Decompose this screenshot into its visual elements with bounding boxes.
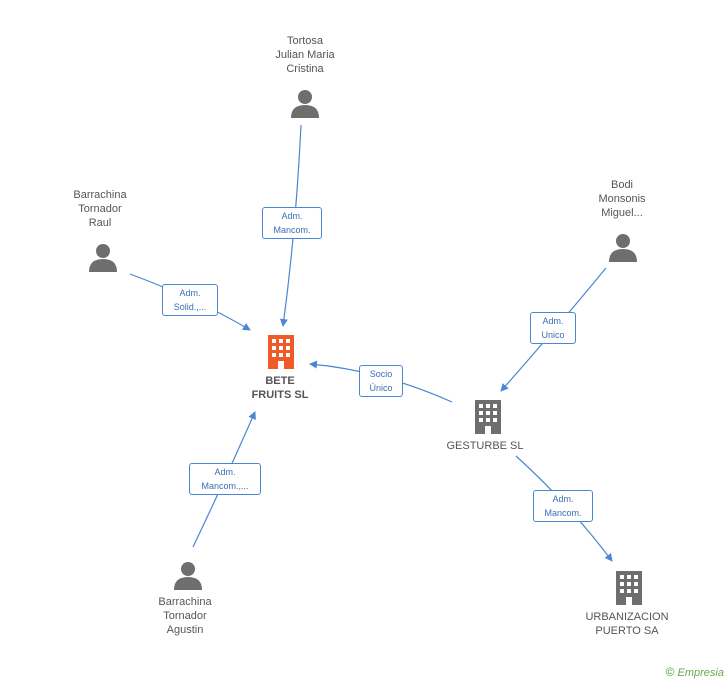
edge-label-line: Mancom. xyxy=(273,225,311,235)
node-label-line: Tornador xyxy=(78,203,122,215)
person-icon-tortosa xyxy=(291,90,319,118)
edge-label-tortosa-bete[interactable]: Adm. Mancom. xyxy=(262,207,322,239)
node-label-line: Bodi xyxy=(610,179,634,191)
edge-label-line: Único xyxy=(369,383,393,393)
node-label-line: Raul xyxy=(88,217,112,229)
edge-label-agustin-bete[interactable]: Adm. Mancom.,... xyxy=(189,463,261,495)
node-label-line: Barrachina xyxy=(158,596,212,608)
node-tortosa[interactable]: Tortosa Julian Maria Cristina xyxy=(245,34,365,76)
node-label-line: GESTURBE SL xyxy=(446,440,524,452)
node-label-line: URBANIZACION xyxy=(585,611,669,623)
node-label-line: Agustin xyxy=(166,624,204,636)
node-label-line: Barrachina xyxy=(73,189,127,201)
building-icon-gesturbe xyxy=(475,400,501,434)
person-icon-raul xyxy=(89,244,117,272)
edge-label-bodi-gesturbe[interactable]: Adm. Unico xyxy=(530,312,576,344)
building-icon-urbanizacion xyxy=(616,571,642,605)
node-bete-fruits[interactable]: BETE FRUITS SL xyxy=(230,374,330,402)
edge-label-line: Unico xyxy=(541,330,565,340)
edge-label-line: Solid.,... xyxy=(173,302,207,312)
person-icon-agustin xyxy=(174,562,202,590)
edge-label-line: Socio xyxy=(369,369,393,379)
edge-label-line: Adm. xyxy=(542,316,564,326)
edge-label-raul-bete[interactable]: Adm. Solid.,... xyxy=(162,284,218,316)
node-urbanizacion[interactable]: URBANIZACION PUERTO SA xyxy=(567,610,687,638)
node-label-line: Tortosa xyxy=(286,35,324,47)
node-label-line: Cristina xyxy=(286,63,324,75)
node-label-line: Tornador xyxy=(163,610,207,622)
brand-logo: Empresia xyxy=(677,667,724,679)
node-label-line: Julian Maria xyxy=(275,49,335,61)
person-icon-bodi xyxy=(609,234,637,262)
edge-label-line: Adm. xyxy=(552,494,574,504)
copyright-icon: © xyxy=(665,665,675,679)
edge-label-line: Adm. xyxy=(179,288,201,298)
node-label-line: Monsonis xyxy=(598,193,646,205)
edge-label-gesturbe-urbanizacion[interactable]: Adm. Mancom. xyxy=(533,490,593,522)
edge-label-line: Mancom.,... xyxy=(201,481,249,491)
node-barrachina-agustin[interactable]: Barrachina Tornador Agustin xyxy=(125,595,245,637)
edge-label-line: Mancom. xyxy=(544,508,582,518)
building-icon-main xyxy=(268,335,294,369)
edge-label-line: Adm. xyxy=(281,211,303,221)
edge-label-line: Adm. xyxy=(214,467,236,477)
node-label-line: BETE xyxy=(265,375,295,387)
node-bodi[interactable]: Bodi Monsonis Miguel... xyxy=(562,178,682,220)
footer-brand: © Empresia xyxy=(666,665,724,679)
node-label-line: Miguel... xyxy=(601,207,643,219)
node-gesturbe[interactable]: GESTURBE SL xyxy=(425,439,545,453)
node-label-line: FRUITS SL xyxy=(251,389,309,401)
edge-label-gesturbe-bete[interactable]: Socio Único xyxy=(359,365,403,397)
node-barrachina-raul[interactable]: Barrachina Tornador Raul xyxy=(40,188,160,230)
node-label-line: PUERTO SA xyxy=(595,625,659,637)
